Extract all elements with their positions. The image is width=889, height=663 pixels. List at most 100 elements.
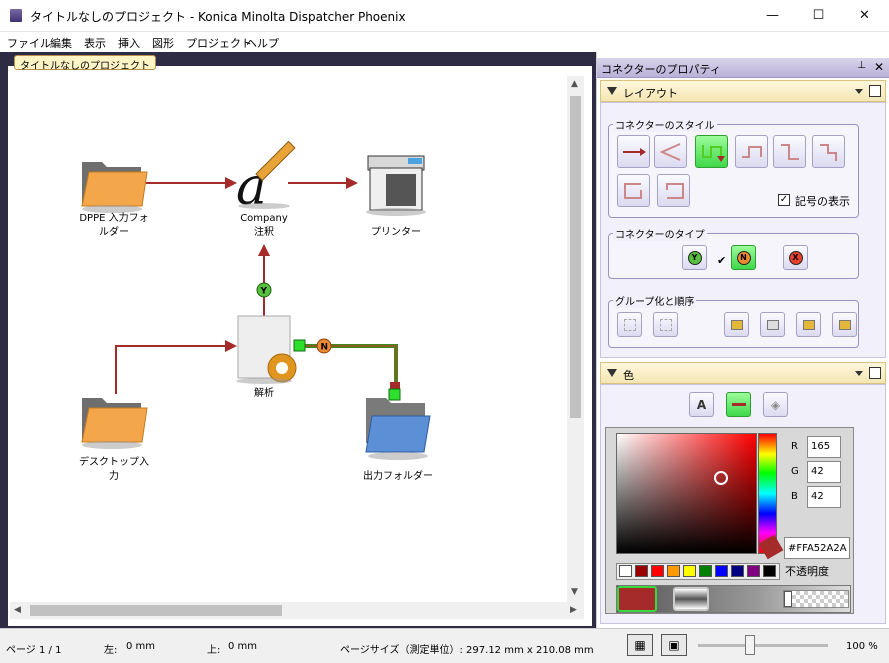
- selection-handle-start[interactable]: [293, 339, 306, 352]
- connector-yes-marker[interactable]: Y: [256, 282, 272, 298]
- style-loop-1-button[interactable]: [617, 174, 650, 207]
- annotate-pen-icon[interactable]: a: [236, 140, 296, 217]
- svg-text:N: N: [321, 343, 329, 353]
- section-menu-icon[interactable]: [855, 89, 863, 94]
- color-cursor[interactable]: [714, 471, 728, 485]
- group-button[interactable]: [617, 312, 642, 337]
- menu-file[interactable]: ファイル: [7, 37, 51, 50]
- style-step-1-button[interactable]: [735, 135, 768, 168]
- show-symbols-label: 記号の表示: [795, 195, 850, 208]
- ungroup-button[interactable]: [653, 312, 678, 337]
- scroll-up-icon[interactable]: ▲: [571, 79, 578, 89]
- menu-insert[interactable]: 挿入: [118, 37, 140, 50]
- layout-section-header[interactable]: レイアウト: [600, 80, 886, 102]
- scroll-down-icon[interactable]: ▼: [571, 587, 578, 597]
- style-straight-button[interactable]: [617, 135, 650, 168]
- annotate-label-1: Company: [240, 213, 288, 224]
- menu-project[interactable]: プロジェクト: [186, 37, 252, 50]
- parse-gear-icon[interactable]: [236, 315, 297, 384]
- fit-page-button[interactable]: ▣: [661, 634, 687, 656]
- current-color-button[interactable]: [617, 586, 657, 612]
- swatch-yellow[interactable]: [683, 565, 696, 577]
- close-button[interactable]: ✕: [859, 8, 870, 23]
- vertical-scrollbar[interactable]: ▲ ▼: [567, 76, 584, 602]
- swatch-purple[interactable]: [747, 565, 760, 577]
- connector-annotate-printer[interactable]: [288, 177, 358, 189]
- saturation-value-area[interactable]: [616, 433, 757, 554]
- dppe-folder-icon[interactable]: [81, 162, 148, 213]
- style-loop-2-button[interactable]: [657, 174, 690, 207]
- project-tab[interactable]: タイトルなしのプロジェクト: [14, 55, 156, 72]
- blue-field[interactable]: 42: [807, 486, 841, 508]
- collapse-icon[interactable]: [607, 369, 617, 377]
- style-orthogonal-button[interactable]: [695, 135, 728, 168]
- scroll-right-icon[interactable]: ▶: [570, 605, 577, 615]
- connector-parse-annotate[interactable]: [258, 244, 270, 316]
- connector-no-marker[interactable]: N: [316, 338, 332, 354]
- section-menu-icon[interactable]: [855, 371, 863, 376]
- panel-close-icon[interactable]: ✕: [873, 60, 884, 74]
- swatch-orange[interactable]: [667, 565, 680, 577]
- style-step-3-button[interactable]: [812, 135, 845, 168]
- fill-color-button[interactable]: ◈: [763, 392, 788, 417]
- type-yes-button[interactable]: Y: [682, 245, 707, 270]
- connector-dppe-annotate[interactable]: [146, 177, 237, 189]
- left-label: 左:: [104, 645, 118, 656]
- type-selected-check-icon: ✔: [717, 254, 727, 267]
- output-folder-icon[interactable]: [365, 398, 431, 460]
- horizontal-scroll-thumb[interactable]: [30, 605, 282, 616]
- style-step-2-button[interactable]: [773, 135, 806, 168]
- zoom-slider[interactable]: [745, 635, 755, 655]
- swatch-dark-red[interactable]: [635, 565, 648, 577]
- menu-shape[interactable]: 図形: [152, 37, 174, 50]
- gradient-button[interactable]: [673, 587, 709, 611]
- zoom-track[interactable]: [698, 644, 828, 647]
- swatch-blue[interactable]: [715, 565, 728, 577]
- connector-style-label: コネクターのスタイル: [613, 117, 717, 132]
- green-field[interactable]: 42: [807, 461, 841, 483]
- connector-parse-output-selected[interactable]: [300, 344, 400, 394]
- swatch-black[interactable]: [763, 565, 776, 577]
- style-diagonal-button[interactable]: [654, 135, 687, 168]
- menu-view[interactable]: 表示: [84, 37, 106, 50]
- line-color-button[interactable]: [726, 392, 751, 417]
- menu-help[interactable]: ヘルプ: [246, 37, 279, 50]
- vertical-scroll-thumb[interactable]: [570, 96, 581, 418]
- swatch-navy[interactable]: [731, 565, 744, 577]
- hex-field[interactable]: #FFA52A2A: [784, 537, 850, 559]
- menu-edit[interactable]: 編集: [50, 37, 72, 50]
- panel-header: コネクターのプロパティ ⊥ ✕: [597, 58, 889, 78]
- text-color-button[interactable]: A: [689, 392, 714, 417]
- maximize-button[interactable]: ☐: [812, 8, 825, 23]
- connector-type-label: コネクターのタイプ: [613, 226, 707, 241]
- dppe-folder-label: DPPE 入力フォ ルダー: [79, 213, 149, 238]
- connector-desktop-parse[interactable]: [115, 340, 237, 394]
- printer-icon[interactable]: [366, 155, 426, 216]
- send-to-back-button[interactable]: [832, 312, 857, 337]
- type-no-button[interactable]: N: [731, 245, 756, 270]
- scroll-left-icon[interactable]: ◀: [14, 605, 21, 615]
- swatch-green[interactable]: [699, 565, 712, 577]
- window-title: タイトルなしのプロジェクト - Konica Minolta Dispatche…: [30, 10, 406, 24]
- color-section-header[interactable]: 色: [600, 362, 886, 384]
- selection-handle-end[interactable]: [388, 388, 401, 401]
- horizontal-scrollbar[interactable]: ◀ ▶: [10, 602, 584, 619]
- minimize-button[interactable]: —: [766, 8, 779, 23]
- popout-icon[interactable]: [869, 85, 881, 97]
- type-x-button[interactable]: X: [783, 245, 808, 270]
- opacity-slider[interactable]: [783, 590, 849, 608]
- collapse-icon[interactable]: [607, 87, 617, 95]
- show-symbols-checkbox[interactable]: ✓: [778, 194, 790, 206]
- opacity-thumb[interactable]: [784, 591, 792, 607]
- red-field[interactable]: 165: [807, 436, 841, 458]
- send-backward-button[interactable]: [796, 312, 821, 337]
- pin-icon[interactable]: ⊥: [857, 60, 866, 71]
- bring-to-front-button[interactable]: [724, 312, 749, 337]
- swatch-white[interactable]: [619, 565, 632, 577]
- swatch-red[interactable]: [651, 565, 664, 577]
- workflow-canvas[interactable]: a: [10, 76, 566, 602]
- grid-toggle-button[interactable]: ▦: [627, 634, 653, 656]
- bring-forward-button[interactable]: [760, 312, 785, 337]
- popout-icon[interactable]: [869, 367, 881, 379]
- desktop-folder-icon[interactable]: [81, 398, 148, 449]
